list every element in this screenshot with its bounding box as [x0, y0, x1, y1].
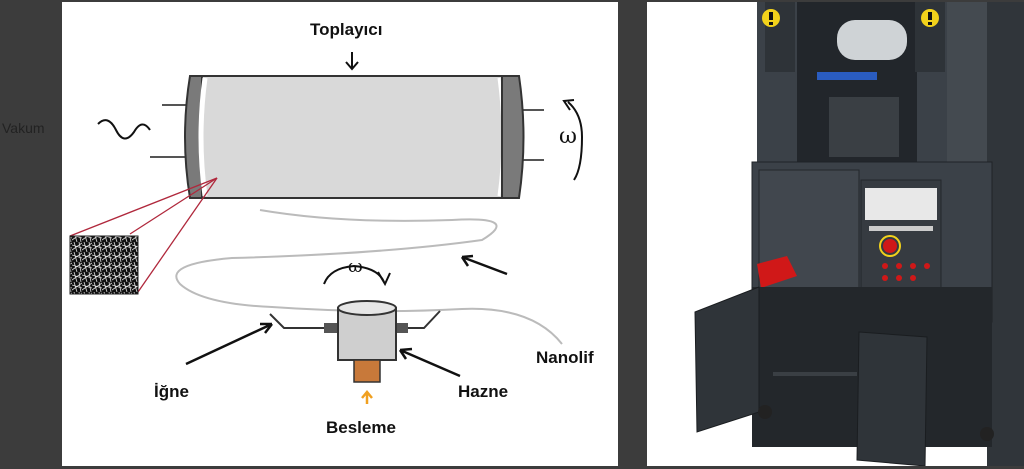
warning-icon [921, 9, 939, 27]
omega-label-right: ω [559, 124, 577, 149]
left-door [694, 286, 760, 433]
wheel [980, 427, 994, 441]
schematic-drawing [69, 52, 584, 404]
omega-label-spinneret: ω [348, 256, 363, 277]
nanofiber-arrow [460, 254, 508, 276]
emergency-stop-icon [883, 239, 897, 253]
syringe-pump [757, 256, 797, 288]
schematic-panel: Toplayıcı Vakum ω ω Nanolif İğne Hazne B… [2, 2, 618, 466]
collector-arrow [345, 52, 359, 71]
fiber-pointer [69, 177, 218, 293]
nanofiber-label: Nanolif [536, 348, 594, 367]
collector-shafts [150, 104, 544, 161]
warning-icon [762, 9, 780, 27]
rotation-arrow-icon [567, 101, 584, 181]
control-buttons [882, 263, 930, 281]
reservoir-arrow [398, 347, 461, 378]
needle-label: İğne [154, 382, 189, 401]
collector-drum-photo [837, 20, 907, 60]
machine-photo-panel [647, 2, 1024, 466]
nanofiber-jet [175, 209, 563, 345]
display-label [865, 188, 937, 220]
vacuum-squiggle [97, 119, 151, 140]
needle-left [269, 313, 335, 329]
reservoir [337, 300, 397, 383]
collector-label: Toplayıcı [310, 20, 383, 39]
electrospinning-machine [694, 2, 1024, 466]
collector-drum [184, 75, 525, 199]
feed-arrow [361, 390, 373, 404]
wheel [758, 405, 772, 419]
vacuum-label: Vakum [2, 120, 45, 136]
right-door [856, 331, 928, 466]
nanofiber-closeup [69, 235, 139, 295]
reservoir-label: Hazne [458, 382, 509, 401]
feed-label: Besleme [326, 418, 396, 437]
needle-arrow [185, 322, 273, 366]
